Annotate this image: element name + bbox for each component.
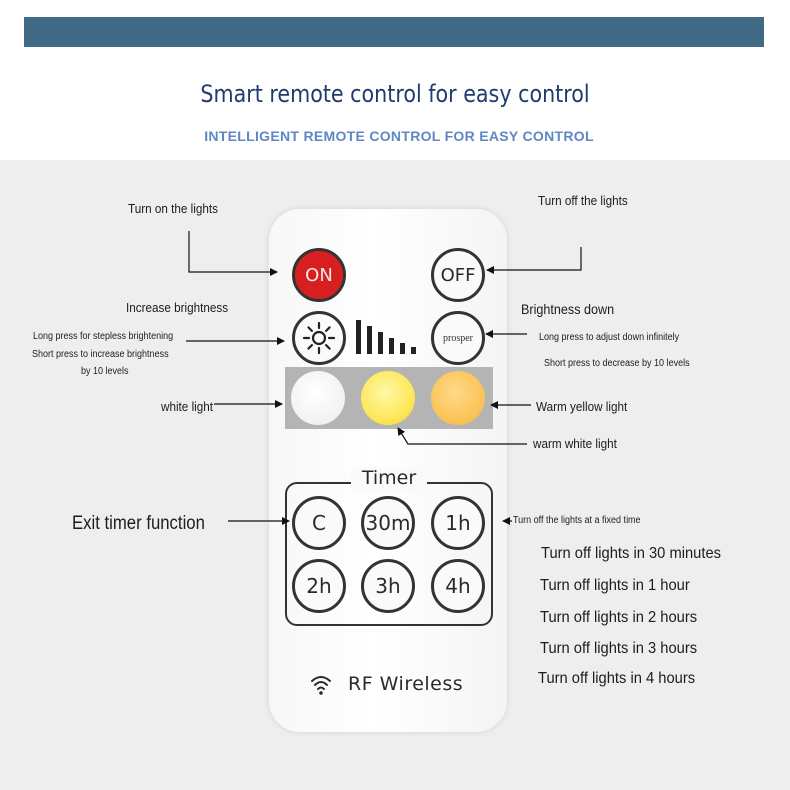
page-title: Smart remote control for easy control	[200, 80, 590, 108]
on-button-label: ON	[305, 264, 333, 286]
timer-2h-description: Turn off lights in 2 hours	[540, 609, 698, 626]
brightness-up-button[interactable]	[292, 311, 346, 365]
timer-4h-description: Turn off lights in 4 hours	[538, 670, 696, 687]
timer-button-label: 3h	[375, 574, 401, 598]
sun-icon	[302, 321, 336, 355]
timer-3h-description: Turn off lights in 3 hours	[540, 640, 698, 657]
warm-white-light-button[interactable]	[361, 371, 415, 425]
timer-4h-button[interactable]: 4h	[431, 559, 485, 613]
brightness-down-callout: Brightness down	[521, 301, 615, 317]
rf-wireless-label: RF Wireless	[348, 673, 464, 695]
short-press-up-note: Short press to increase brightness	[32, 349, 169, 360]
timer-30m-description: Turn off lights in 30 minutes	[541, 545, 722, 562]
timer-30m-button[interactable]: 30m	[361, 496, 415, 550]
wireless-signal-icon	[311, 676, 331, 695]
timer-1h-description: Turn off lights in 1 hour	[540, 577, 690, 594]
off-button[interactable]: OFF	[431, 248, 485, 302]
timer-3h-button[interactable]: 3h	[361, 559, 415, 613]
long-press-down-note: Long press to adjust down infinitely	[539, 332, 680, 343]
timer-button-label: C	[312, 511, 326, 535]
white-light-callout: white light	[161, 399, 214, 414]
timer-cancel-button[interactable]: C	[292, 496, 346, 550]
timer-button-label: 4h	[445, 574, 471, 598]
turn-off-callout: Turn off the lights	[538, 193, 628, 208]
timer-button-label: 1h	[445, 511, 471, 535]
warm-yellow-light-button[interactable]	[431, 371, 485, 425]
timer-title: Timer	[351, 467, 427, 493]
timer-2h-button[interactable]: 2h	[292, 559, 346, 613]
brightness-down-button[interactable]: prosper	[431, 311, 485, 365]
timer-1h-button[interactable]: 1h	[431, 496, 485, 550]
turn-on-callout: Turn on the lights	[128, 201, 218, 216]
page-subtitle: INTELLIGENT REMOTE CONTROL FOR EASY CONT…	[204, 128, 594, 144]
off-button-label: OFF	[440, 264, 476, 286]
short-press-down-note: Short press to decrease by 10 levels	[544, 358, 690, 369]
brightness-down-label: prosper	[443, 332, 473, 344]
exit-timer-callout: Exit timer function	[72, 513, 205, 534]
white-light-button[interactable]	[291, 371, 345, 425]
fixed-time-callout: Turn off the lights at a fixed time	[513, 515, 641, 526]
top-banner-bar	[24, 17, 764, 47]
on-button[interactable]: ON	[292, 248, 346, 302]
increase-brightness-callout: Increase brightness	[126, 300, 229, 315]
long-press-up-note: Long press for stepless brightening	[33, 331, 174, 342]
warm-white-light-callout: warm white light	[533, 436, 617, 451]
short-press-up-note-levels: by 10 levels	[81, 366, 129, 377]
timer-button-label: 30m	[365, 511, 411, 535]
timer-button-label: 2h	[306, 574, 332, 598]
warm-yellow-light-callout: Warm yellow light	[536, 399, 628, 414]
brightness-level-icon	[356, 320, 424, 354]
